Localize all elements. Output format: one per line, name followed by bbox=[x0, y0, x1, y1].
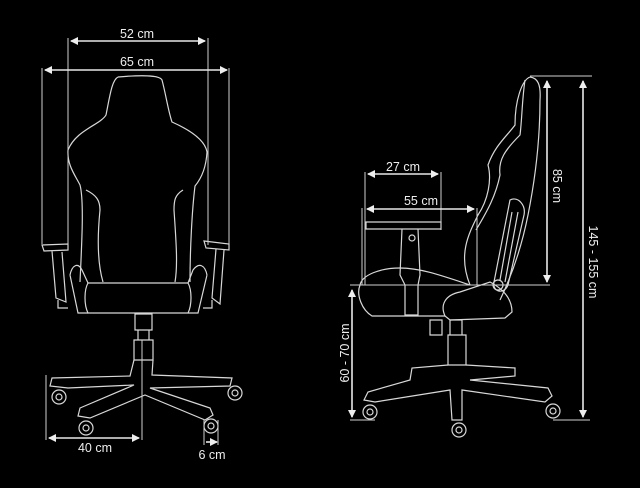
right-armrest bbox=[203, 240, 230, 309]
seat-cushion bbox=[84, 282, 192, 314]
gas-column bbox=[133, 313, 154, 361]
label-seat-height: 60 - 70 cm bbox=[338, 323, 352, 382]
front-view-dimension-lines bbox=[41, 37, 230, 446]
label-backrest-height: 85 cm bbox=[550, 169, 564, 203]
backrest-side-inner bbox=[475, 79, 526, 231]
backrest-side bbox=[463, 76, 541, 301]
gas-column-side bbox=[429, 319, 467, 366]
left-armrest bbox=[41, 243, 69, 309]
armrest-adjust-button bbox=[408, 234, 416, 242]
caster-wheel bbox=[451, 422, 467, 438]
seat-bolsters bbox=[69, 264, 208, 314]
caster-wheel bbox=[545, 403, 561, 419]
label-armrest-depth: 27 cm bbox=[386, 160, 420, 174]
backrest-inner bbox=[85, 189, 184, 283]
caster-wheel bbox=[362, 404, 378, 420]
caster-wheel bbox=[78, 420, 94, 436]
star-base-side bbox=[363, 364, 553, 421]
casters-side bbox=[362, 403, 561, 438]
star-base bbox=[49, 359, 233, 421]
seat-mechanism bbox=[442, 281, 513, 321]
label-overall-width: 65 cm bbox=[120, 55, 154, 69]
recline-bracket bbox=[493, 198, 525, 292]
caster-wheel bbox=[227, 385, 243, 401]
casters bbox=[51, 385, 243, 436]
label-caster-width: 6 cm bbox=[198, 448, 225, 462]
label-seat-depth: 55 cm bbox=[404, 194, 438, 208]
caster-wheel bbox=[51, 389, 67, 405]
side-view-chair bbox=[358, 76, 561, 438]
label-base-radius: 40 cm bbox=[78, 441, 112, 455]
caster-wheel bbox=[203, 418, 219, 434]
label-backrest-width: 52 cm bbox=[120, 27, 154, 41]
front-view-chair bbox=[41, 75, 243, 436]
label-total-height: 145 - 155 cm bbox=[586, 226, 600, 299]
seat-side bbox=[358, 267, 471, 317]
backrest-outline bbox=[67, 75, 208, 283]
side-view-dimension-lines bbox=[348, 75, 592, 421]
